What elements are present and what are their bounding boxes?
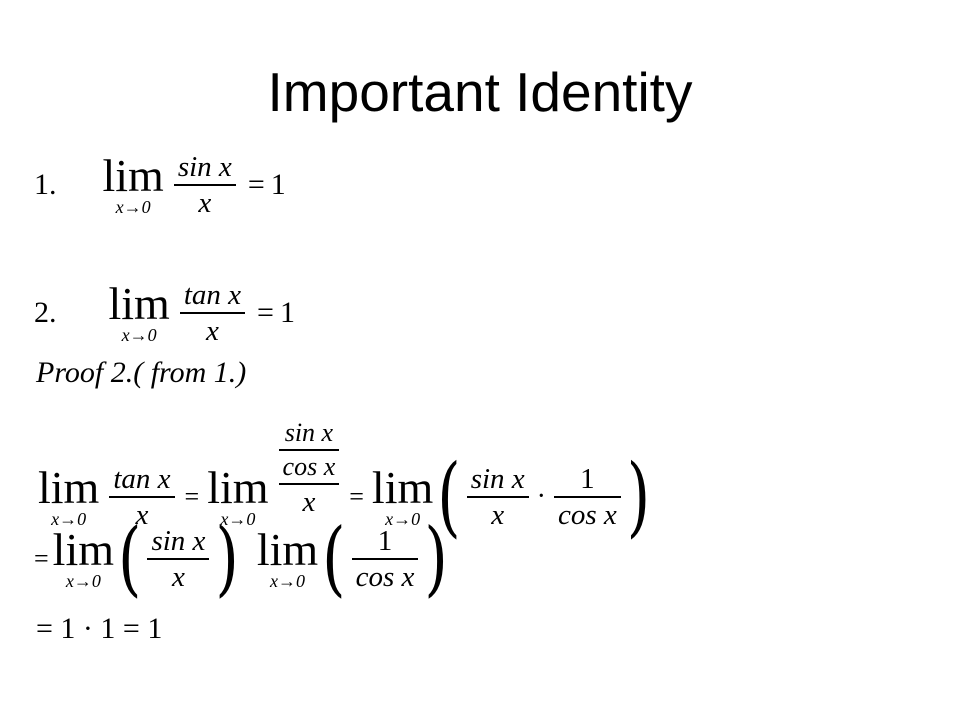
proof-line-1: lim x→0 tan x x = lim x→0 sin x cos x x …	[34, 404, 650, 541]
limit-operator: lim x→0	[52, 524, 115, 591]
left-parenthesis: (	[118, 511, 142, 607]
left-parenthesis: (	[437, 446, 461, 548]
identity-2-number: 2.	[34, 296, 57, 329]
fraction-one-over-cos: 1 cos x	[553, 462, 621, 532]
result-value: 1	[279, 296, 295, 329]
limit-operator: lim x→0	[256, 524, 319, 591]
fraction-one-over-cos: 1 cos x	[351, 524, 419, 594]
inner-fraction-sin-over-cos: sin x cos x	[278, 417, 340, 483]
proof-heading: Proof 2.( from 1.)	[36, 356, 247, 389]
right-parenthesis: )	[215, 511, 239, 607]
fraction-sin-over-x: sin x x	[466, 462, 529, 532]
proof-line-2: = lim x→0 ( sin x x ) lim x→0 ( 1 cos x …	[34, 519, 448, 600]
proof-line-3: = 1 · 1 = 1	[36, 612, 163, 645]
fraction-tan-over-x: tan x x	[109, 462, 175, 532]
fraction: tan x x	[179, 278, 246, 348]
fraction: sin x x	[173, 150, 236, 220]
identity-1: 1. lim x→0 sin x x = 1	[34, 150, 292, 220]
limit-operator: lim x→0	[102, 150, 164, 217]
right-parenthesis: )	[626, 446, 651, 548]
limit-operator: lim x→0	[108, 278, 170, 345]
identity-1-number: 1.	[34, 168, 57, 201]
compound-fraction: sin x cos x x	[278, 417, 340, 519]
equals-sign: =	[247, 168, 265, 201]
multiply-dot: ·	[536, 481, 546, 512]
limit-operator: lim x→0	[38, 462, 100, 529]
fraction-sin-over-x: sin x x	[147, 524, 210, 594]
slide-title: Important Identity	[267, 61, 693, 123]
result-value: 1	[270, 168, 286, 201]
limit-operator: lim x→0	[207, 462, 269, 529]
equals-sign: =	[349, 482, 364, 511]
limit-operator: lim x→0	[371, 462, 434, 529]
equals-sign: =	[257, 296, 274, 329]
equals-sign: =	[184, 482, 200, 511]
identity-2: 2. lim x→0 tan x x = 1	[34, 278, 301, 348]
left-parenthesis: (	[322, 511, 346, 607]
equals-sign: =	[34, 544, 49, 573]
right-parenthesis: )	[424, 511, 448, 607]
